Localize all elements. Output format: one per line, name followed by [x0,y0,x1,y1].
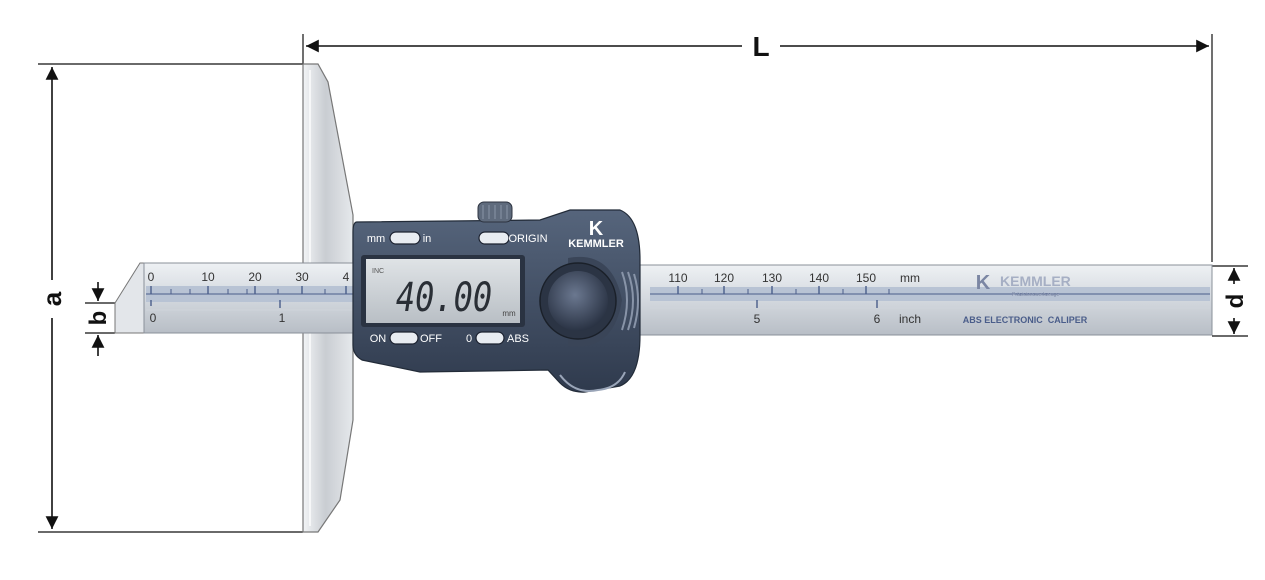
brand-letter: K [589,218,604,240]
dimension-a: a [37,63,303,533]
mm-tick-label: 4 [343,270,350,284]
button-row-bottom: ON OFF 0 ABS [370,331,529,345]
off-label: OFF [420,333,442,345]
mm-tick-label: 150 [856,271,876,285]
lcd-mode-indicator: INC [372,268,384,275]
mm-tick-label: 140 [809,271,829,285]
zero-label: 0 [466,333,472,345]
beam-brand-letter: K [976,272,991,294]
dimension-l: L [302,31,1213,262]
mm-tick-label: 120 [714,271,734,285]
dimension-b: b [85,282,115,356]
lcd-reading: 40.00 [396,273,492,320]
origin-button[interactable] [478,231,510,245]
unit-label-mm: mm [367,233,385,245]
dimension-label-l: L [752,31,769,62]
beam-brand-tagline: Präzisionswerkzeuge [1012,292,1059,298]
brand-name: KEMMLER [568,238,624,250]
mm-tick-label: 30 [295,270,309,284]
mm-tick-label: 10 [201,270,215,284]
unit-label-in: in [423,233,432,245]
inch-scale-right: 5 6 inch [754,300,921,326]
brand-logo: K KEMMLER [568,218,624,250]
mm-tick-label: 110 [668,271,687,285]
lcd-unit: mm [502,309,516,318]
mm-tick-label: 0 [148,270,155,284]
inch-tick-label: 0 [150,311,157,325]
beam-left: 0 10 20 30 4 0 1 [143,262,357,334]
beam-right: 110 120 130 140 150 mm 5 6 inch K KEMMLE… [639,264,1213,336]
mm-scale-right: 110 120 130 140 150 mm [668,271,920,294]
inch-tick-label: 1 [279,311,286,325]
button-row-top: mm in ORIGIN [367,231,548,245]
fine-adjust-roller[interactable] [539,256,639,347]
lcd-display: INC 40.00 mm [361,255,525,327]
inch-unit-label: inch [899,312,921,326]
beam-brand-name: KEMMLER [1000,273,1071,289]
dimension-label-a: a [37,291,67,306]
on-label: ON [370,333,387,345]
mm-unit-label: mm [900,271,920,285]
thumb-wheel[interactable] [477,201,513,223]
inch-scale-left: 0 1 [150,300,286,325]
mm-scale-left: 0 10 20 30 4 [148,270,350,294]
abs-label: ABS [507,333,529,345]
probe-tip [114,262,147,334]
mm-in-button[interactable] [389,231,421,245]
inch-tick-label: 5 [754,312,761,326]
dimension-d: d [1212,265,1249,337]
product-name: ABS ELECTRONIC CALIPER [963,315,1088,325]
dimension-label-b: b [85,311,112,326]
on-off-button[interactable] [389,331,419,345]
origin-label: ORIGIN [508,233,547,245]
dimension-label-d: d [1222,294,1249,309]
inch-tick-label: 6 [874,312,881,326]
mm-tick-label: 130 [762,271,782,285]
mm-tick-label: 20 [248,270,262,284]
zero-abs-button[interactable] [475,331,505,345]
